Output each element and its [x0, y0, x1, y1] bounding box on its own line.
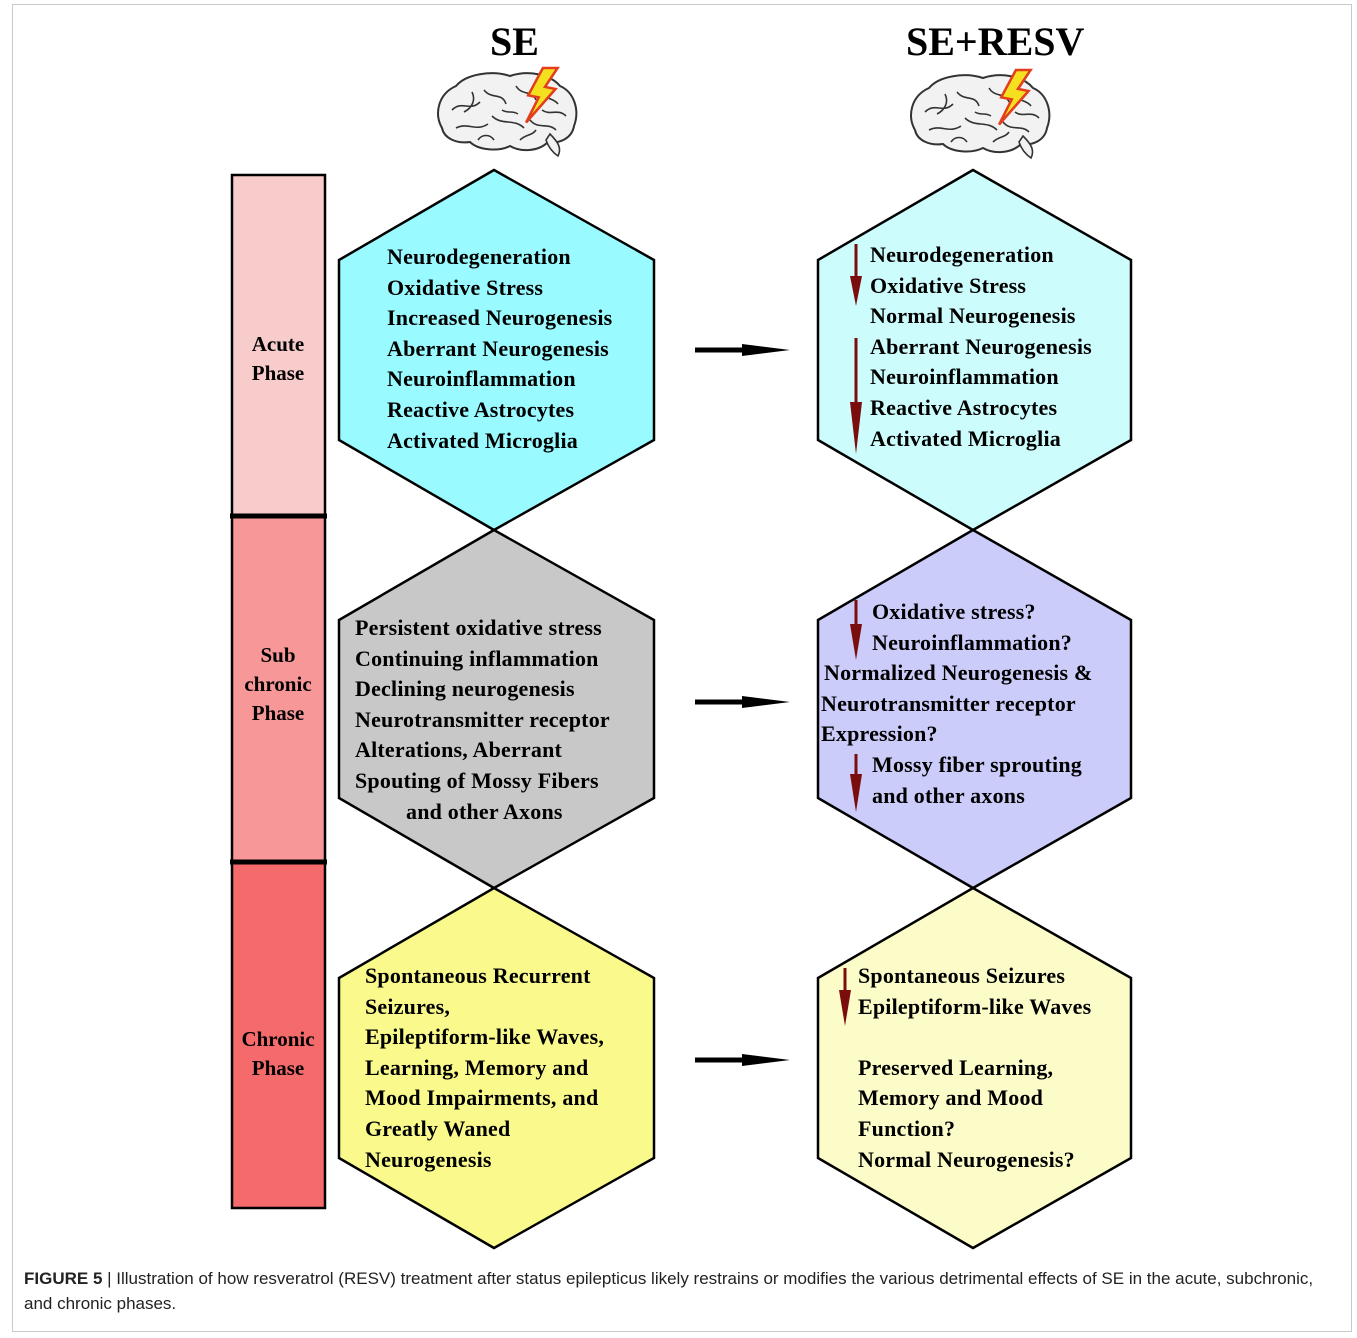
se-resv-brain-icon: [910, 68, 1051, 159]
down-arrow-icon: [850, 338, 862, 454]
figure-frame: [12, 4, 1352, 1332]
se-brain-icon: [437, 66, 578, 157]
subchronic-phase-bar: [230, 514, 327, 863]
se-resv-column-title: SE+RESV: [906, 19, 1085, 64]
down-arrow-icon: [850, 244, 862, 306]
se-chronic-hexagon: [337, 886, 656, 1250]
figure-caption: FIGURE 5 | Illustration of how resveratr…: [24, 1266, 1334, 1316]
caption-text: | Illustration of how resveratrol (RESV)…: [24, 1269, 1314, 1313]
down-arrow-icon: [850, 600, 862, 660]
resv-subchronic-text: Oxidative stress?Neuroinflammation?Norma…: [821, 599, 1093, 808]
acute-transition-arrow: [695, 344, 790, 356]
down-arrow-icon: [839, 968, 851, 1026]
subchronic-transition-arrow: [695, 696, 790, 708]
figure-label: FIGURE 5: [24, 1269, 103, 1288]
se-column-title: SE: [490, 19, 539, 64]
down-arrow-icon: [850, 754, 862, 812]
chronic-transition-arrow: [695, 1054, 790, 1066]
resv-chronic-hexagon: [816, 886, 1133, 1250]
